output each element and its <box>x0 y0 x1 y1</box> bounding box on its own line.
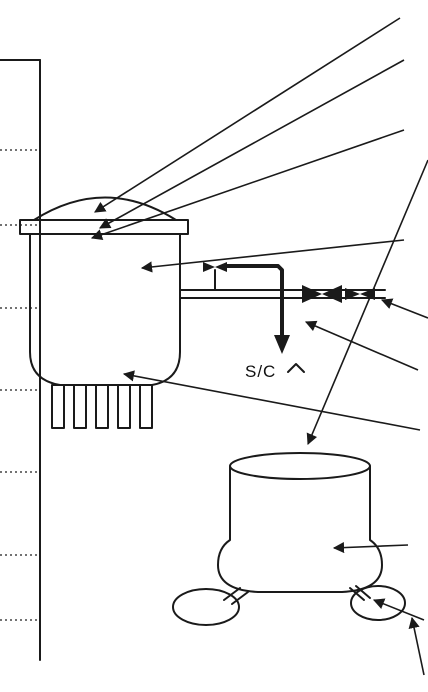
leader-lines <box>90 17 428 676</box>
right-foot-pad <box>350 585 406 621</box>
pressure-vessel <box>19 196 189 429</box>
tilde-mark <box>287 363 305 373</box>
steam-pipe <box>179 262 386 354</box>
left-foot-pad <box>172 588 240 626</box>
building-wall <box>0 59 41 661</box>
isolation-valve-icon <box>302 285 342 303</box>
isolation-valve-icon <box>345 288 375 300</box>
safety-valve-icon <box>203 262 227 272</box>
pipe-label: S/C <box>245 362 276 381</box>
lower-vessel <box>172 452 406 626</box>
vessel-supports <box>51 384 153 429</box>
